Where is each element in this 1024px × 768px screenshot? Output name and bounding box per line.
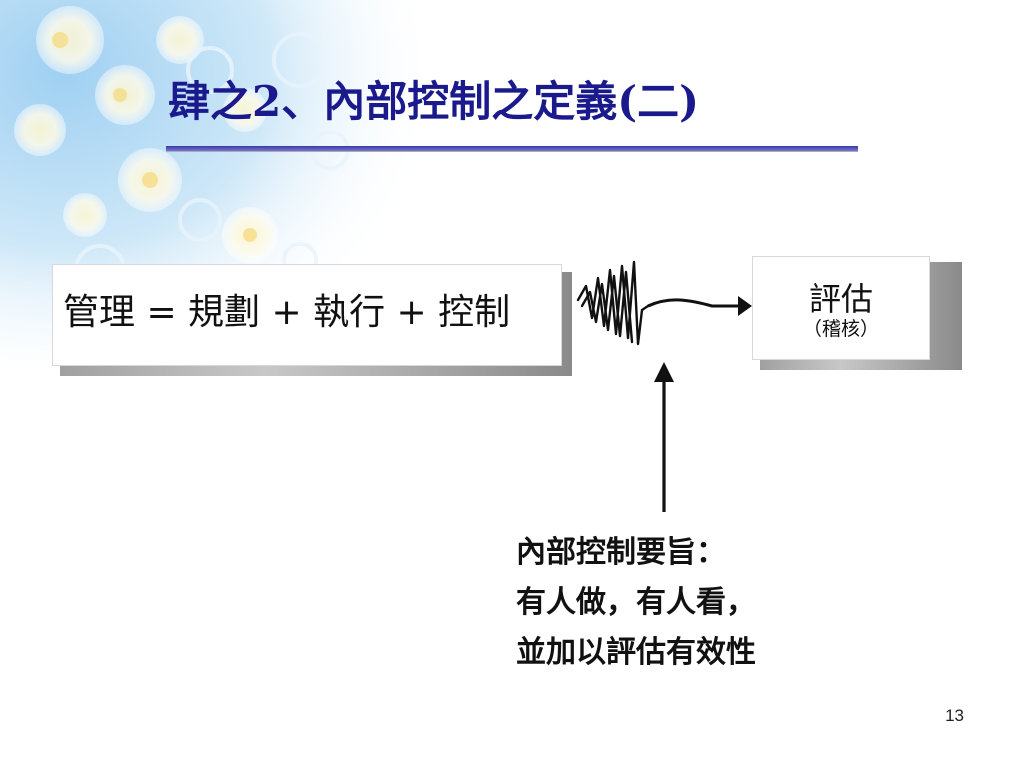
up-arrowhead-icon bbox=[654, 362, 674, 382]
management-box: 管理 = 規劃 + 執行 + 控制 bbox=[52, 264, 562, 366]
note-heading: 內部控制要旨： bbox=[516, 535, 726, 570]
evaluation-box: 評估 （稽核） bbox=[752, 256, 930, 360]
right-arrowhead-icon bbox=[738, 296, 752, 316]
title-underline bbox=[166, 146, 858, 152]
note-line-2: 並加以評估有效性 bbox=[516, 635, 756, 670]
evaluation-label: 評估 bbox=[808, 280, 873, 318]
internal-control-note: 內部控制要旨： 有人做，有人看， 並加以評估有效性 bbox=[516, 528, 756, 678]
slide-title: 肆之2、內部控制之定義(二) bbox=[168, 77, 699, 126]
note-line-1: 有人做，有人看， bbox=[516, 585, 756, 620]
wave-arrow-line bbox=[647, 298, 742, 308]
page-number: 13 bbox=[945, 706, 964, 725]
management-formula: 管理 = 規劃 + 執行 + 控制 bbox=[63, 292, 511, 333]
audit-label: （稽核） bbox=[802, 318, 879, 340]
zigzag-wave-icon bbox=[576, 260, 650, 346]
